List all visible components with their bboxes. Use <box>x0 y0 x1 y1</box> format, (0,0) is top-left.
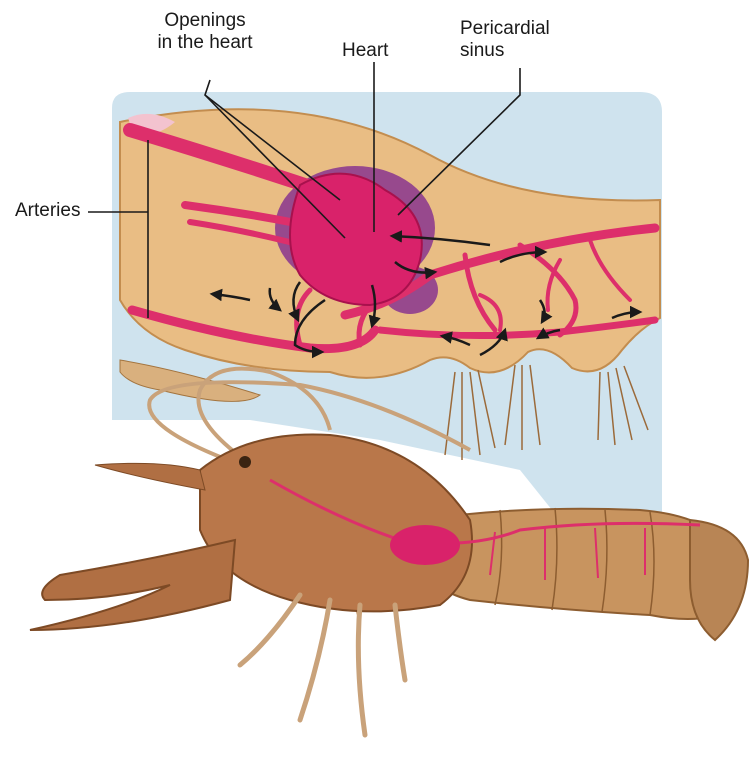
label-pericardial-sinus: Pericardial sinus <box>460 18 550 62</box>
label-pericardial-line2: sinus <box>460 40 550 62</box>
crayfish-heart <box>390 525 460 565</box>
label-arteries: Arteries <box>15 200 80 222</box>
crayfish-rostrum <box>95 463 205 490</box>
label-pericardial-line1: Pericardial <box>460 18 550 40</box>
crayfish-eye <box>239 456 251 468</box>
label-openings-in-heart: Openings in the heart <box>140 10 270 54</box>
crayfish-tail-fan <box>690 520 748 640</box>
label-openings-line2: in the heart <box>140 32 270 54</box>
label-openings-line1: Openings <box>140 10 270 32</box>
crayfish-claw <box>30 540 235 630</box>
crayfish-walking-legs <box>240 595 405 735</box>
label-heart: Heart <box>342 40 388 62</box>
